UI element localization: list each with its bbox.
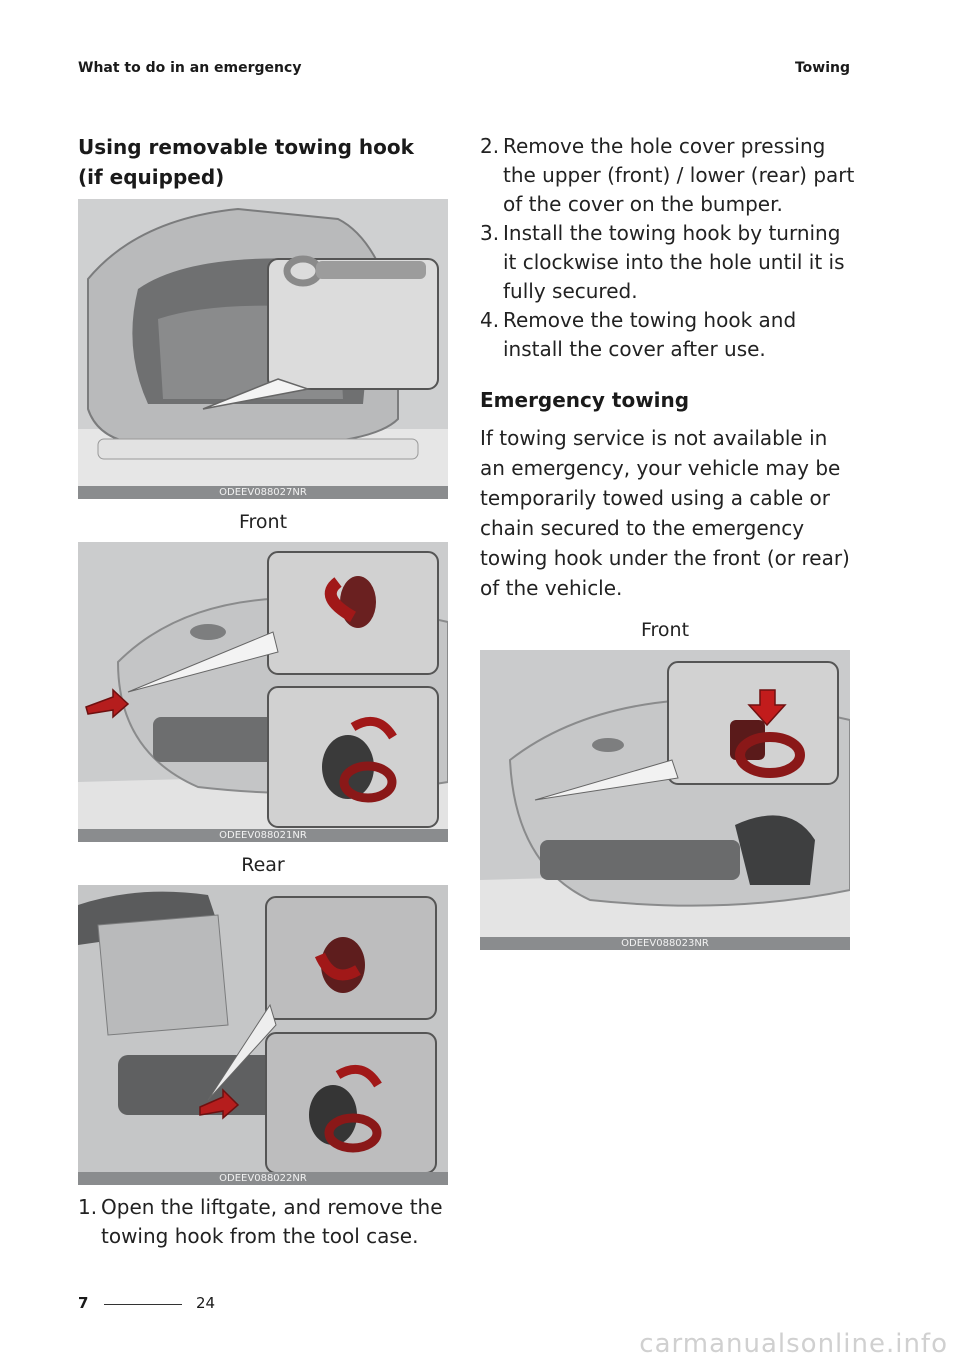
front-hook-illustration [78,542,448,842]
figure-code: ODEEV088022NR [78,1172,448,1185]
step-list-right: 2. Remove the hole cover pressing the up… [480,132,855,364]
running-header-section: What to do in an emergency [78,60,302,76]
steps: 2. Remove the hole cover pressing the up… [480,132,855,364]
caption-front-right: Front [640,619,690,641]
step-number: 3. [480,221,500,245]
figure-emergency-hook: ODEEV088023NR [480,650,850,950]
step-number: 1. [78,1195,98,1219]
section-number: 7 [78,1294,89,1312]
step-text: Remove the towing hook and install the c… [503,308,797,361]
figure-front-hook: ODEEV088021NR [78,542,448,842]
step-text: Install the towing hook by turning it cl… [503,221,845,303]
step-list-left: 1. Open the liftgate, and remove the tow… [78,1193,458,1251]
section-title: Using removable towing hook (if equipped… [78,135,414,189]
step-text: Remove the hole cover pressing the upper… [503,134,855,216]
page-footer: 7 24 [78,1294,215,1312]
step-text: Open the liftgate, and remove the towing… [101,1195,443,1248]
step-3: 3. Install the towing hook by turning it… [480,219,855,306]
step-4: 4. Remove the towing hook and install th… [480,306,855,364]
figure-rear-hook: ODEEV088022NR [78,885,448,1185]
caption-front: Front [238,511,288,533]
steps: 1. Open the liftgate, and remove the tow… [78,1193,458,1251]
step-number: 2. [480,134,500,158]
emergency-towing-paragraph: If towing service is not available in an… [480,426,850,600]
figure-cargo-area: ODEEV088027NR [78,199,448,499]
step-2: 2. Remove the hole cover pressing the up… [480,132,855,219]
cargo-area-illustration [78,199,448,499]
rear-hook-illustration [78,885,448,1185]
footer-rule [104,1304,182,1305]
figure-code: ODEEV088027NR [78,486,448,499]
figure-code: ODEEV088023NR [480,937,850,950]
watermark: carmanualsonline.info [639,1329,948,1359]
emergency-hook-illustration [480,650,850,950]
page-number: 24 [196,1294,216,1312]
step-number: 4. [480,308,500,332]
figure-code: ODEEV088021NR [78,829,448,842]
running-header-chapter: Towing [794,60,850,76]
emergency-towing-heading: Emergency towing [480,388,690,412]
caption-rear: Rear [241,854,285,876]
step-1: 1. Open the liftgate, and remove the tow… [78,1193,458,1251]
